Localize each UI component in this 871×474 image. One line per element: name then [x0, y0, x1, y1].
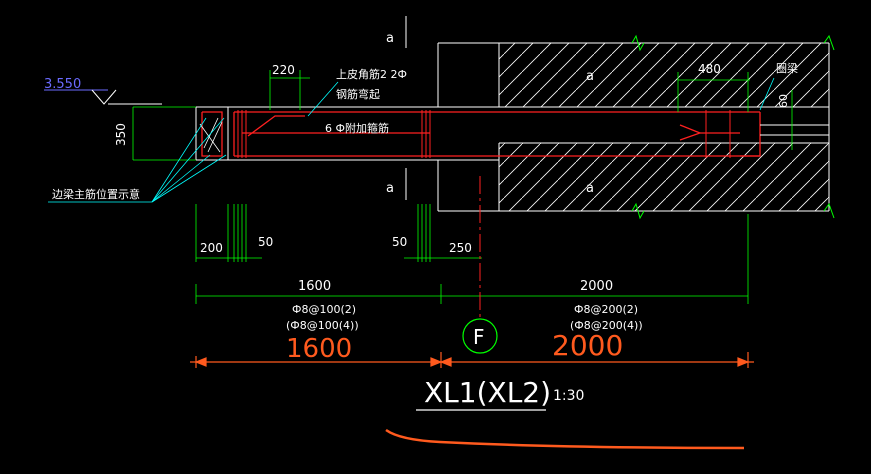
dim-250-text: 250	[449, 241, 472, 255]
section-a-top-left: a	[386, 31, 394, 46]
dim-50-mid-text: 50	[392, 235, 407, 249]
drawing-scale: 1:30	[553, 388, 584, 404]
big-dim-line	[190, 352, 754, 368]
dim-60-text: 60	[777, 94, 790, 108]
corner-bar-note: 上皮角筋2 2Ф	[336, 67, 407, 81]
section-a-top-right: a	[586, 69, 594, 84]
section-a-bottom-right: a	[586, 181, 594, 196]
dim-50-left-text: 50	[258, 235, 273, 249]
big-1600-text: 1600	[286, 334, 352, 364]
span-2000-text: 2000	[580, 279, 613, 294]
stirrup-right-2: (Ф8@200(4))	[570, 319, 643, 332]
grid-axis-circle	[462, 318, 498, 354]
ring-beam-label: 圈梁	[776, 61, 798, 75]
revision-curve	[385, 428, 745, 450]
elevation-mark	[44, 89, 162, 105]
corner-bar-leader	[307, 81, 339, 117]
corner-bar-marks	[199, 117, 223, 153]
dim-480-text: 480	[698, 62, 721, 76]
stirrup-left-2: (Ф8@100(4))	[286, 319, 359, 332]
extra-stirrup-note: 6 Ф附加箍筋	[325, 121, 389, 135]
dim-200-text: 200	[200, 241, 223, 255]
beam-outline	[195, 106, 829, 161]
ring-beam-line	[760, 124, 829, 136]
dim-200-50	[195, 204, 262, 262]
main-bar-note: 边梁主筋位置示意	[52, 187, 140, 201]
drawing-title: XL1(XL2)	[424, 376, 551, 409]
ring-beam-leader	[759, 77, 775, 111]
dim-220	[269, 70, 310, 110]
grid-axis-label: F	[473, 325, 485, 349]
dim-50-250	[404, 204, 482, 262]
dim-480	[677, 72, 750, 112]
stirrups-right	[705, 110, 731, 158]
dim-220-text: 220	[272, 63, 295, 77]
stirrup-left-1: Ф8@100(2)	[292, 303, 356, 316]
span-dim-line	[195, 214, 749, 304]
stirrup-right-1: Ф8@200(2)	[574, 303, 638, 316]
hatched-wall-region	[499, 34, 835, 220]
main-bar-leaders	[48, 117, 227, 203]
stirrups-left	[237, 110, 247, 158]
stirrups-mid	[421, 110, 431, 158]
bent-bar-note: 钢筋弯起	[336, 87, 380, 101]
elevation-text: 3.550	[44, 77, 81, 92]
rebar-group	[201, 111, 761, 157]
section-a-bottom-left: a	[386, 181, 394, 196]
dim-350-text: 350	[114, 123, 128, 146]
column-outline	[437, 42, 500, 212]
dim-350	[132, 106, 196, 161]
big-2000-text: 2000	[552, 329, 623, 362]
span-1600-text: 1600	[298, 279, 331, 294]
